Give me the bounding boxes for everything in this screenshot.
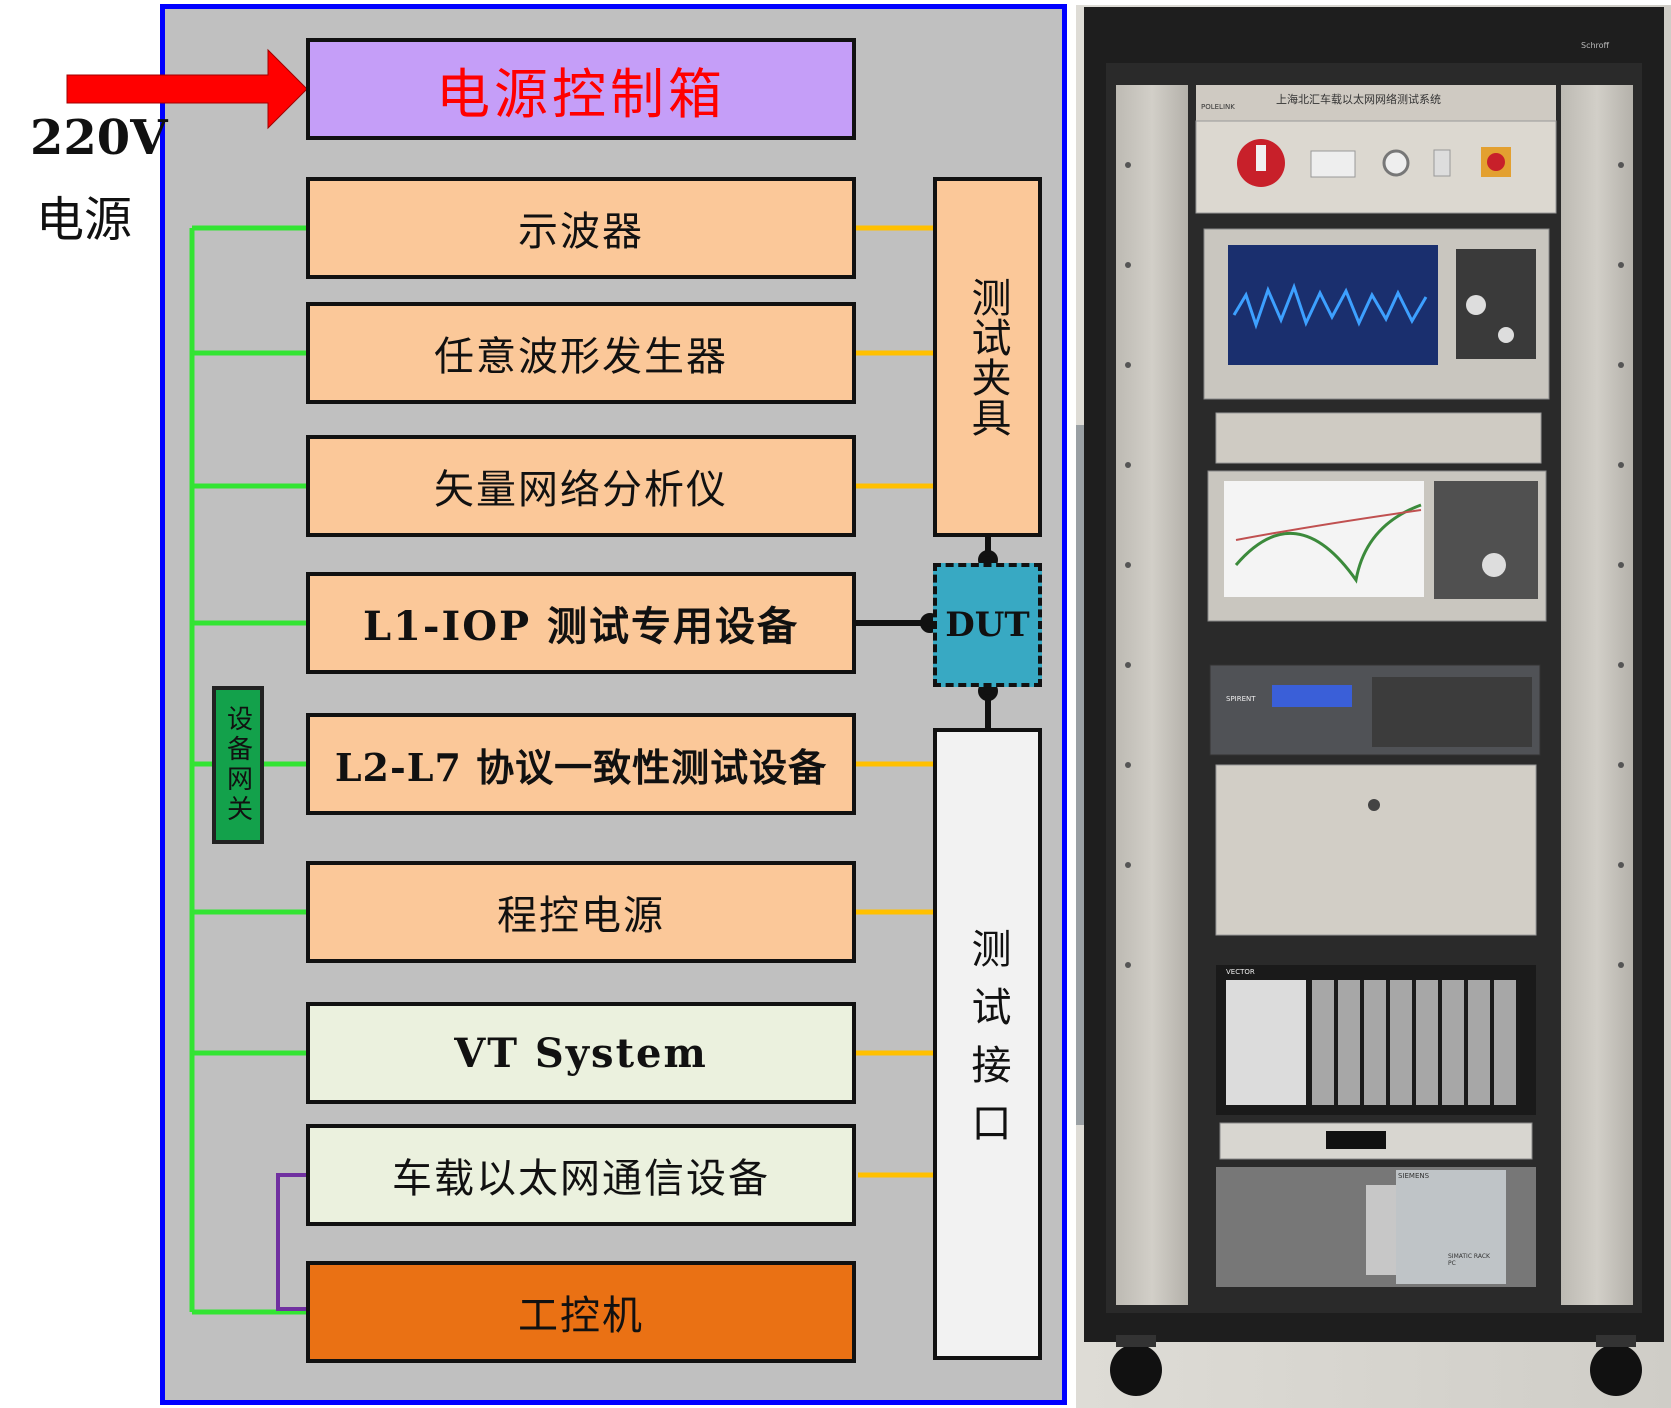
input-supply-label: 电源: [36, 192, 133, 248]
input-arrow: [66, 48, 308, 130]
instrument-ethernet-comm: 车载以太网通信设备: [306, 1124, 856, 1226]
instrument-l2-l7: L2-L7 协议一致性测试设备: [306, 713, 856, 815]
connection-lines: [66, 48, 998, 1315]
instrument-vna: 矢量网络分析仪: [306, 435, 856, 537]
photo-siemens: SIEMENS: [1398, 1172, 1430, 1180]
photo-vector: VECTOR: [1226, 968, 1255, 976]
instrument-label: L1-IOP 测试专用设备: [362, 603, 800, 650]
instrument-programmable-psu: 程控电源: [306, 861, 856, 963]
instrument-label: 车载以太网通信设备: [392, 1156, 770, 1202]
test-rack-photo: 上海北汇车载以太网网络测试系统 POLELINK Schroff SPIRENT…: [1076, 5, 1671, 1408]
test-fixture-label: 测试夹具: [964, 277, 1011, 437]
instrument-label: VT System: [454, 1029, 708, 1077]
instrument-l1-iop: L1-IOP 测试专用设备: [306, 572, 856, 674]
test-rack-illustration: [1076, 5, 1671, 1408]
photo-spirent: SPIRENT: [1226, 695, 1256, 703]
instrument-label: 示波器: [518, 209, 644, 255]
device-gateway-label: 设备网关: [222, 705, 253, 825]
dut-box: DUT: [933, 563, 1042, 687]
instrument-label: 工控机: [518, 1293, 644, 1339]
input-voltage-label: 220V: [30, 110, 168, 166]
power-control-box-label: 电源控制箱: [436, 62, 726, 126]
fixture-lines: [853, 225, 935, 1178]
instrument-label: L2-L7 协议一致性测试设备: [334, 744, 828, 790]
test-fixture-box: 测试夹具: [933, 177, 1042, 537]
power-control-box: 电源控制箱: [306, 38, 856, 140]
instrument-label: 任意波形发生器: [434, 334, 728, 380]
instrument-oscilloscope: 示波器: [306, 177, 856, 279]
instrument-label: 矢量网络分析仪: [434, 467, 728, 513]
photo-brand: POLELINK: [1201, 103, 1235, 111]
instrument-industrial-pc: 工控机: [306, 1261, 856, 1363]
device-gateway-box: 设备网关: [212, 686, 264, 844]
photo-rack-brand: Schroff: [1581, 41, 1610, 50]
instrument-vt-system: VT System: [306, 1002, 856, 1104]
test-interface-label: 测试接口: [964, 928, 1011, 1160]
instrument-label: 程控电源: [497, 893, 665, 939]
photo-panel-title: 上海北汇车载以太网网络测试系统: [1276, 93, 1441, 106]
purple-link: [276, 1173, 308, 1311]
photo-simatic: SIMATIC RACK PC: [1448, 1253, 1490, 1267]
dut-label: DUT: [945, 605, 1030, 645]
instrument-awg: 任意波形发生器: [306, 302, 856, 404]
test-interface-box: 测试接口: [933, 728, 1042, 1360]
network-bus: [189, 225, 308, 1315]
